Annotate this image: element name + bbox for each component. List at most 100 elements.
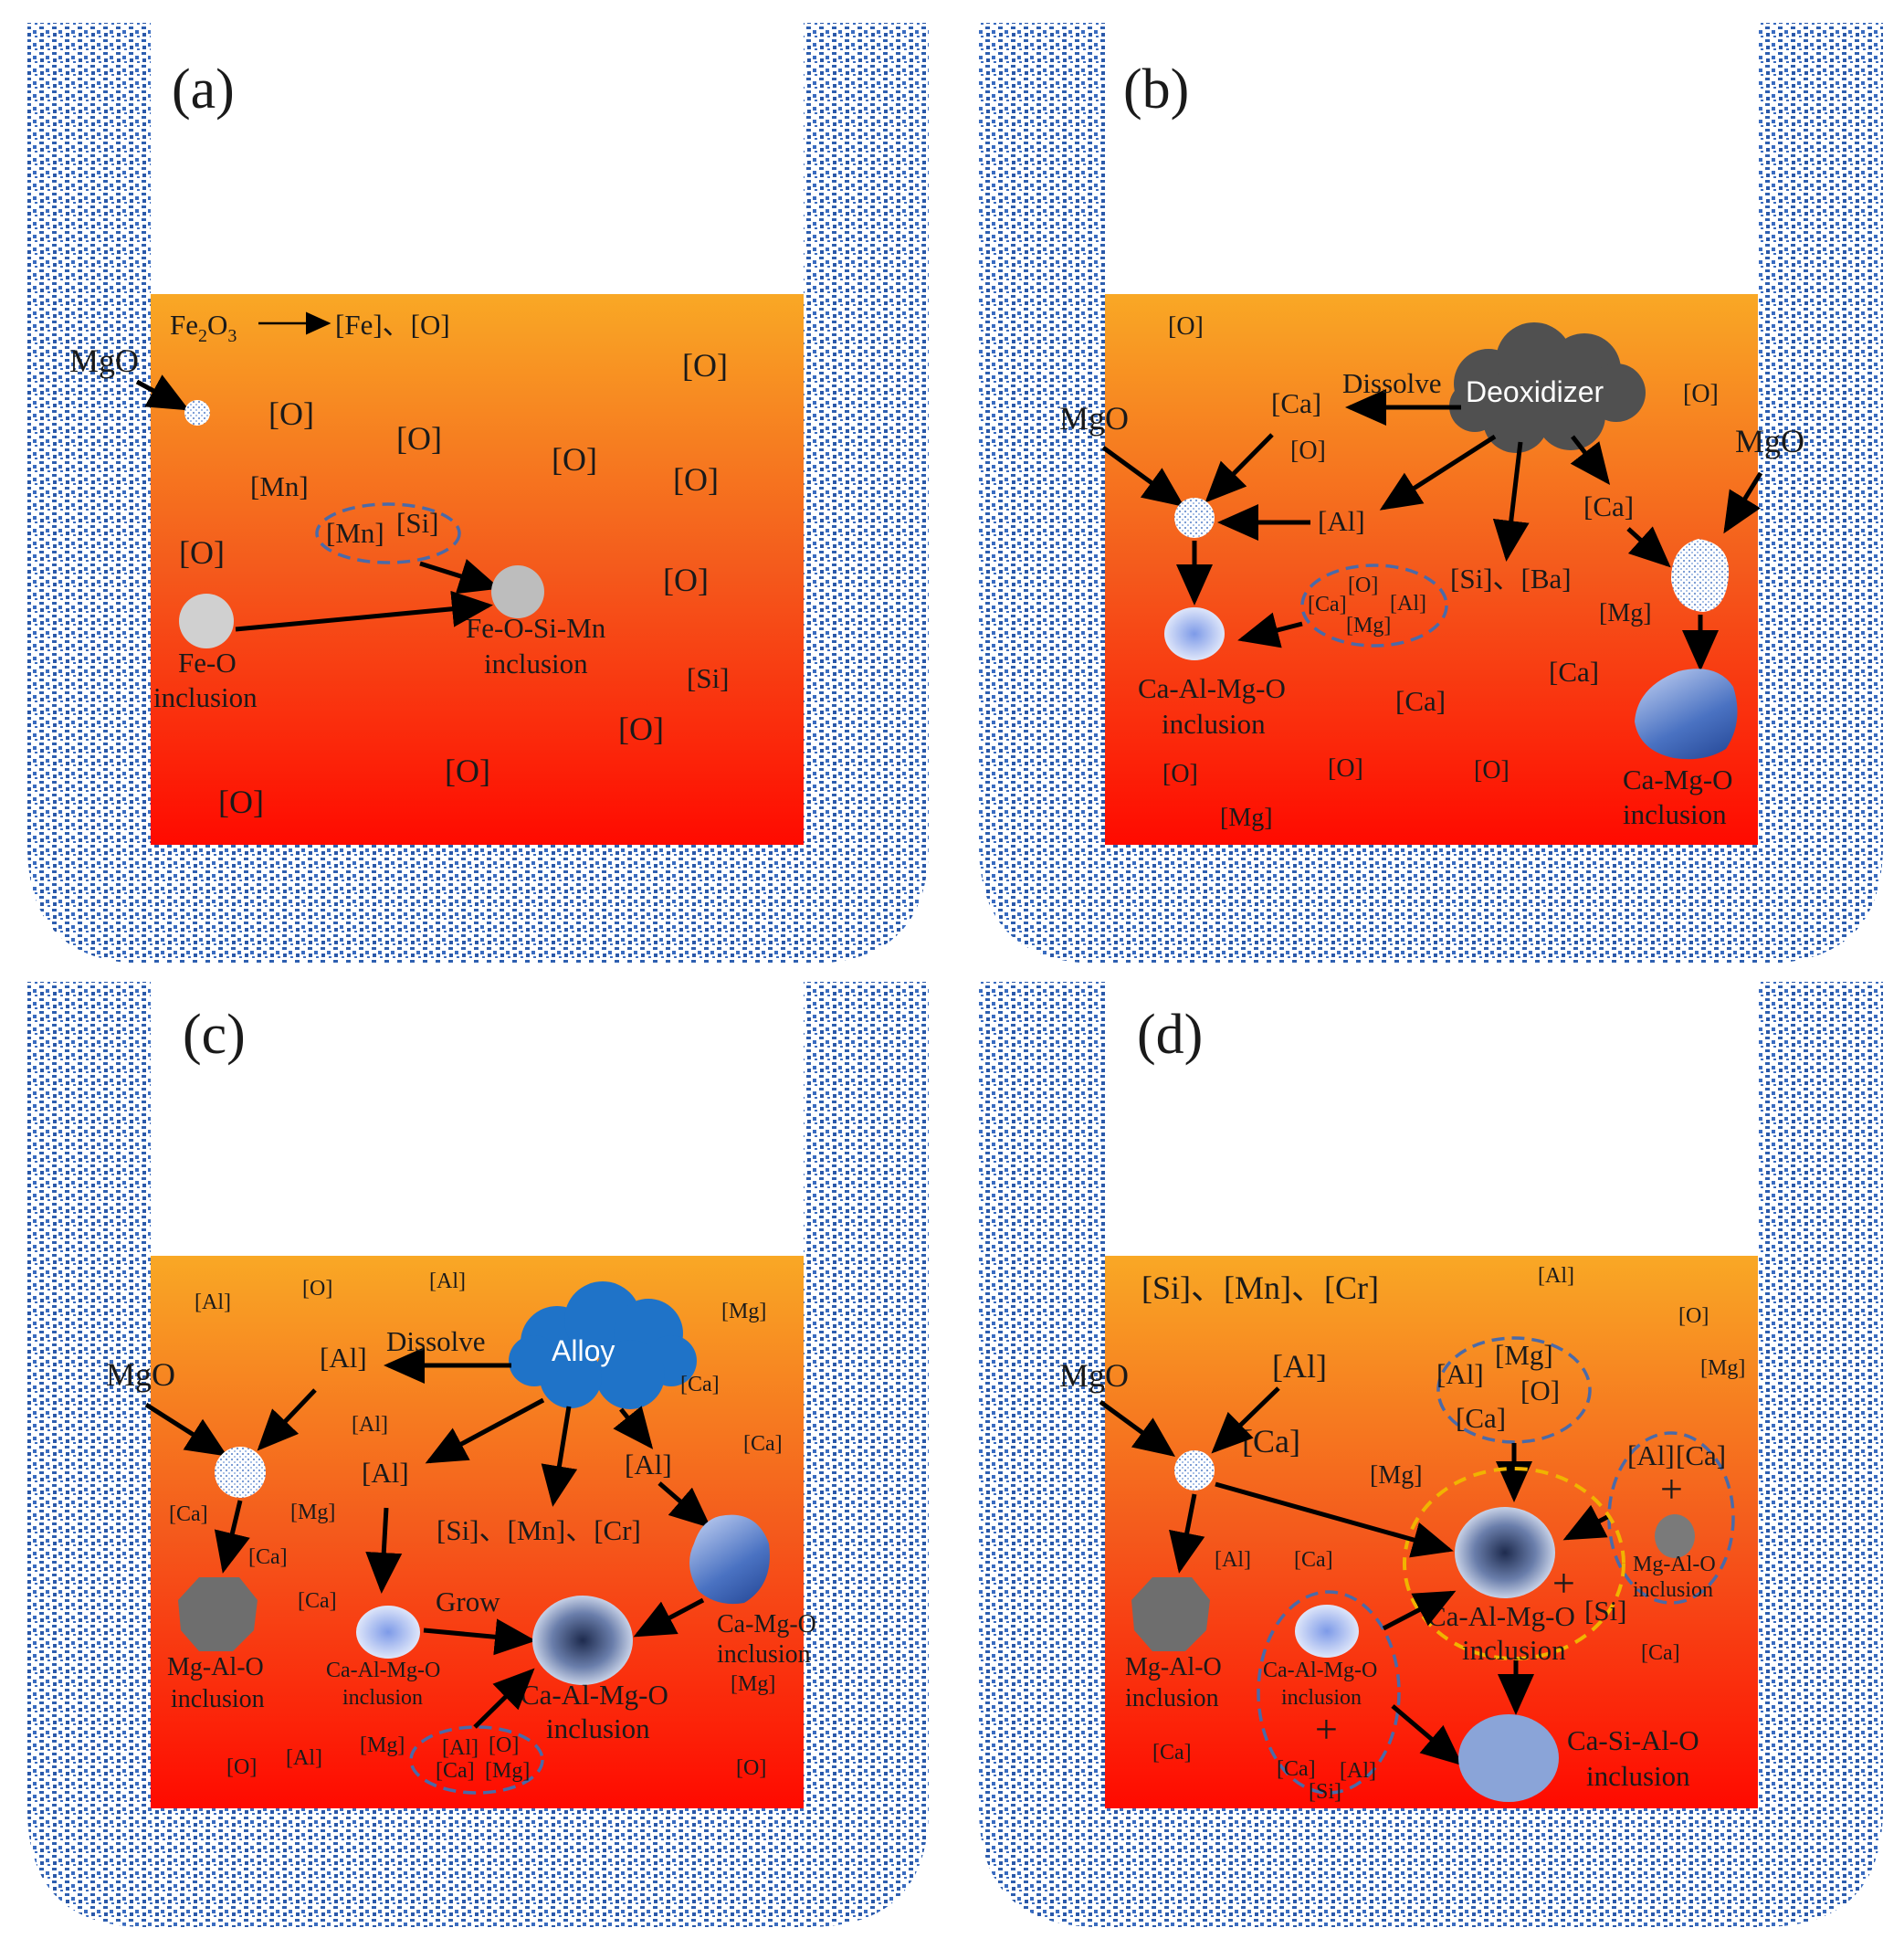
ca-al-mg-o-label: Ca-Al-Mg-O — [521, 1679, 668, 1711]
fe-o-si-mn-inclusion — [491, 565, 544, 618]
calcium-label: [Ca] — [1456, 1402, 1506, 1434]
arrow-mgo-a — [135, 374, 190, 411]
magnesium-label: [Mg] — [731, 1672, 775, 1696]
ca-mg-o-label: Ca-Mg-O — [1623, 764, 1733, 795]
ca-al-mg-o-label: Ca-Al-Mg-O — [326, 1659, 440, 1682]
ca-al-mg-o-label: inclusion — [1281, 1686, 1362, 1710]
calcium-label: [Ca] — [1549, 656, 1599, 688]
si-mn-cr-label: [Si]、[Mn]、[Cr] — [437, 1514, 641, 1546]
mgo-particle-c — [215, 1447, 266, 1498]
element-group-d-top — [1436, 1336, 1592, 1444]
arrow-bottom-group-to-center-d — [1382, 1590, 1457, 1631]
panel-label-d: (d) — [1137, 1004, 1203, 1066]
silicon-label: [Si] — [1309, 1780, 1341, 1804]
magnesium-label: [Mg] — [290, 1501, 335, 1524]
ca-mg-o-label: Ca-Mg-O — [717, 1610, 816, 1638]
plus-sign: + — [1660, 1467, 1683, 1512]
magnesium-label: [Mg] — [1599, 599, 1652, 627]
magnesium-label: [Mg] — [485, 1759, 530, 1783]
arrow-deox-to-al — [1379, 434, 1497, 511]
mgo-particle-d — [1174, 1450, 1215, 1491]
plus-sign: + — [1315, 1707, 1338, 1752]
silicon-label: [Si] — [1584, 1595, 1627, 1627]
arrow-deox-to-si-ba — [1492, 441, 1530, 562]
ca-al-mg-o-label: inclusion — [546, 1712, 650, 1744]
arrow-mgo-to-mgalo-d — [1169, 1493, 1205, 1574]
mg-al-o-label: Mg-Al-O — [167, 1653, 264, 1681]
ca-al-mg-o-label: Ca-Al-Mg-O — [1427, 1600, 1575, 1632]
mgo-label-b-right: MgO — [1735, 423, 1804, 459]
element-group-c — [409, 1725, 544, 1795]
calcium-label: [Ca] — [1583, 490, 1634, 522]
ca-si-al-o-label: Ca-Si-Al-O — [1567, 1724, 1699, 1756]
oxygen-label: [O] — [396, 420, 442, 457]
aluminium-label: [Al] — [429, 1269, 466, 1293]
ladle-wall-d — [979, 982, 1883, 1927]
ca-mg-o-label: inclusion — [1623, 798, 1727, 830]
light-blue-inclusion-c — [356, 1606, 420, 1659]
oxygen-label: [O] — [445, 753, 490, 789]
mg-al-o-label: Mg-Al-O — [1125, 1653, 1222, 1681]
arrow-mgo-to-center-d — [1215, 1481, 1454, 1558]
arrow-alloy-to-al-right — [613, 1406, 654, 1449]
plus-sign: + — [1552, 1561, 1575, 1606]
highlight-group-d — [1403, 1467, 1625, 1660]
arrow-al-to-camgo-c — [657, 1481, 711, 1529]
ca-al-mg-o-label: Ca-Al-Mg-O — [1138, 672, 1286, 704]
arrow-bottom-group-to-casialo-d — [1391, 1704, 1463, 1766]
dissolve-label-b: Dissolve — [1342, 367, 1442, 399]
calcium-label: [Ca] — [1641, 1641, 1680, 1665]
calcium-label: [Ca] — [743, 1432, 783, 1456]
arrow-group-right-to-center-d — [1562, 1504, 1611, 1541]
oxygen-label: [O] — [1683, 380, 1719, 408]
oxygen-label: [O] — [1474, 756, 1510, 785]
light-blue-inclusion-d — [1295, 1605, 1359, 1658]
deoxidizer-label: Deoxidizer — [1466, 375, 1604, 408]
aluminium-label: [Al] — [1215, 1548, 1251, 1572]
ca-al-mg-o-label: Ca-Al-Mg-O — [1263, 1659, 1377, 1682]
calcium-label: [Ca] — [436, 1759, 475, 1783]
aluminium-label: [Al] — [1538, 1264, 1574, 1288]
si-ba-label: [Si]、[Ba] — [1450, 563, 1572, 595]
oxygen-label: [O] — [489, 1733, 519, 1757]
ca-mg-o-label: inclusion — [717, 1640, 811, 1669]
mgo-label-c: MgO — [106, 1356, 175, 1393]
calcium-label: [Ca] — [680, 1373, 720, 1396]
oxygen-label: [O] — [663, 562, 709, 598]
arrow-al-to-caalmgo-small-c — [365, 1507, 403, 1594]
oxygen-label: [O] — [1328, 754, 1363, 783]
calcium-label: [Ca] — [1308, 593, 1347, 616]
oxygen-label: [O] — [268, 395, 314, 432]
arrow-mgo-d — [1099, 1399, 1176, 1457]
oxygen-label: [O] — [179, 534, 225, 571]
calcium-label: [Ca] — [248, 1545, 288, 1569]
ca-al-mg-o-label: inclusion — [1162, 708, 1266, 740]
arrow-mgo-c — [144, 1402, 228, 1457]
aluminium-label: [Al] — [1390, 592, 1426, 616]
panel-label-a: (a) — [172, 58, 235, 121]
oxygen-label: [O] — [673, 461, 719, 498]
mg-al-o-inclusion-d — [1131, 1577, 1210, 1651]
aluminium-label: [Al] — [362, 1457, 409, 1489]
calcium-label: [Ca] — [1277, 1757, 1316, 1781]
calcium-label: [Ca] — [298, 1589, 337, 1613]
alloy-label: Alloy — [552, 1334, 615, 1367]
alloy-cloud: Alloy — [509, 1281, 697, 1409]
arrow-group-to-caalmgo-c — [473, 1668, 535, 1729]
ca-mg-o-inclusion-b — [1635, 669, 1738, 760]
mgo-label-a: MgO — [69, 342, 139, 379]
oxygen-label: [O] — [1520, 1375, 1560, 1406]
deoxidizer-cloud: Deoxidizer — [1449, 322, 1646, 453]
calcium-label: [Ca] — [1294, 1548, 1333, 1572]
oxygen-label: [O] — [736, 1756, 766, 1780]
fe-o-si-mn-label: Fe-O-Si-Mn — [466, 612, 606, 644]
oxygen-label: [O] — [618, 711, 664, 747]
oxygen-label: [O] — [552, 441, 597, 478]
magnesium-label: [Mg] — [1495, 1339, 1553, 1371]
fe2o3-products: [Fe]、[O] — [335, 309, 450, 341]
arrow-camgo-to-caalmgo-c — [633, 1597, 705, 1638]
mg-al-o-label: inclusion — [171, 1685, 265, 1713]
aluminium-label: [Al] — [1436, 1358, 1484, 1390]
calcium-label: [Ca] — [1152, 1741, 1192, 1765]
arrow-alloy-to-si-mn-cr — [541, 1406, 578, 1507]
